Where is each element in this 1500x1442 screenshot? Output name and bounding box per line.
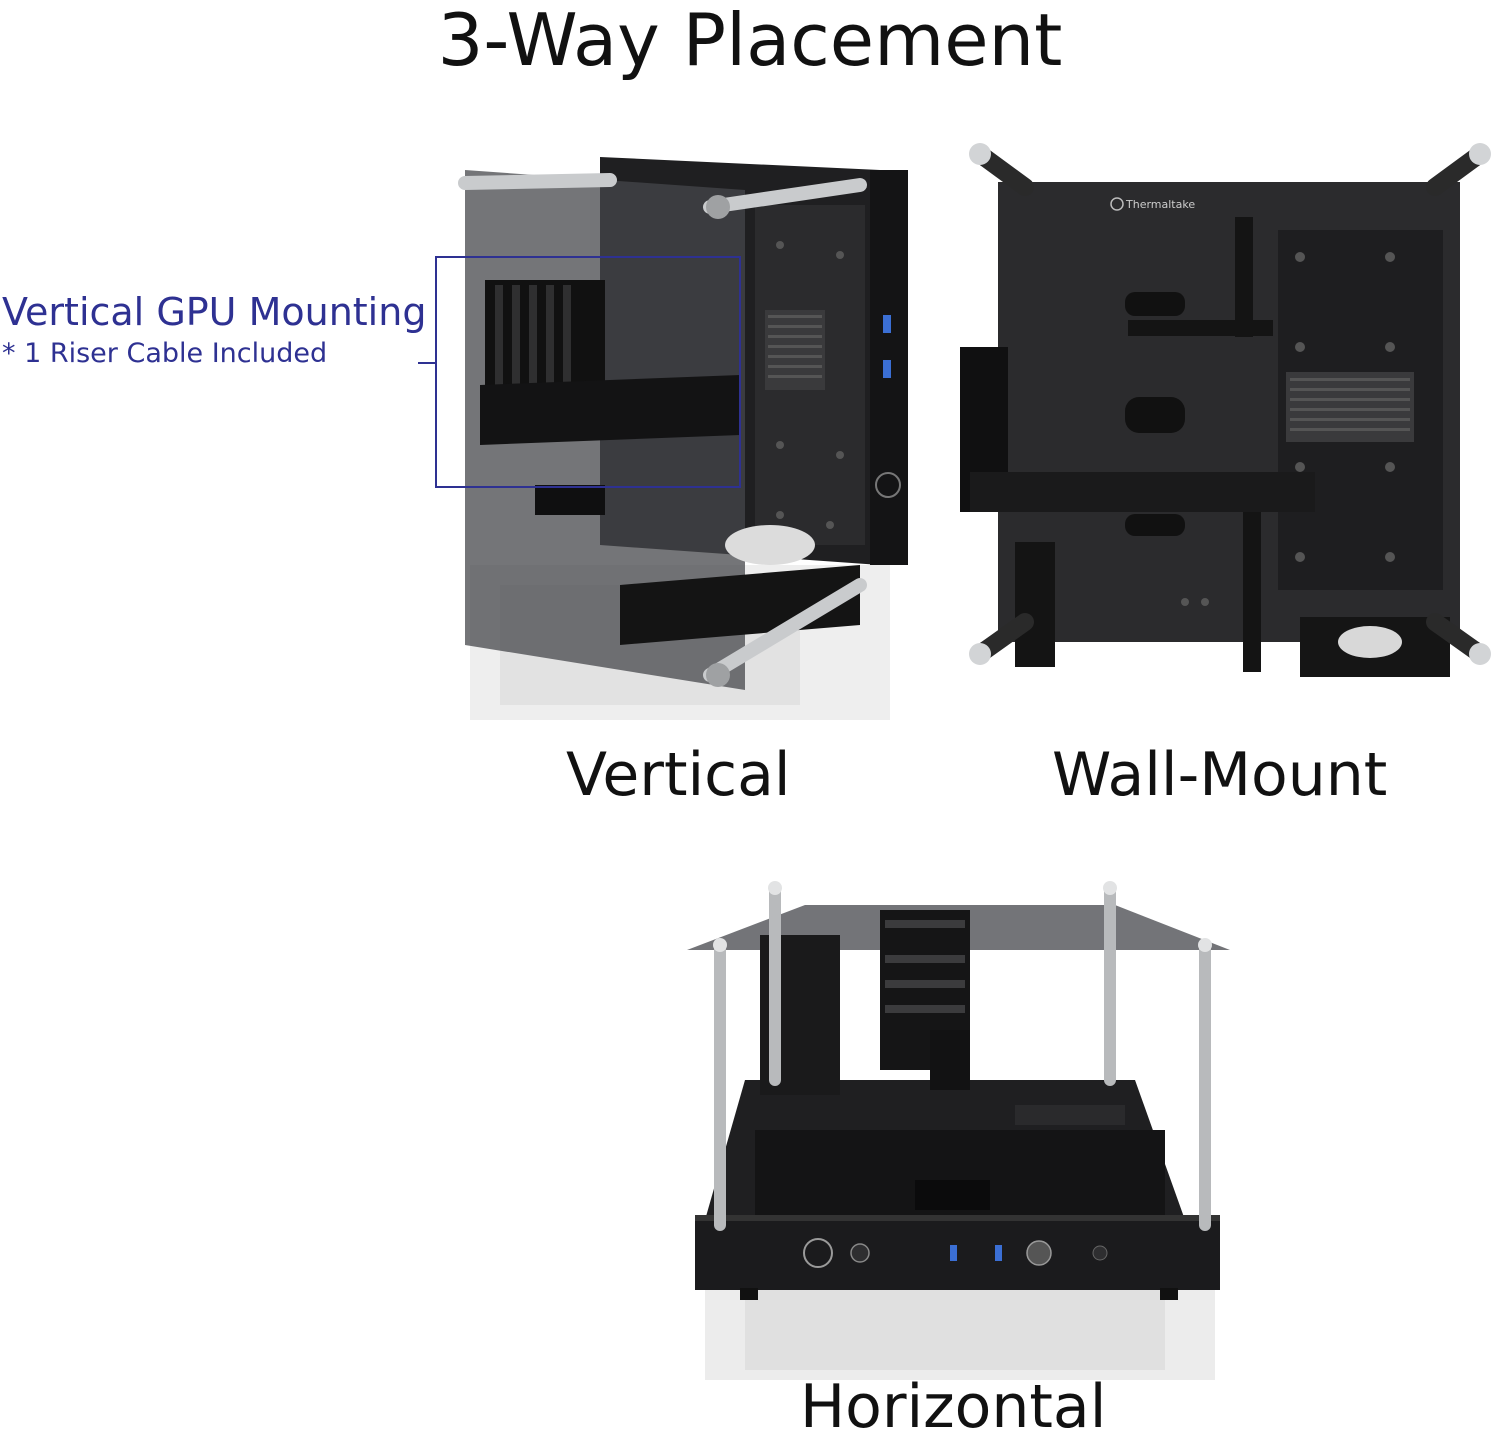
wall-mount-case-image: Thermaltake xyxy=(960,143,1491,677)
page-title: 3-Way Placement xyxy=(437,0,1063,82)
horizontal-case-image xyxy=(687,881,1230,1380)
horizontal-caption: Horizontal xyxy=(800,1372,1107,1442)
gpu-callout-subtitle: * 1 Riser Cable Included xyxy=(2,338,328,369)
gpu-callout-box xyxy=(435,256,741,488)
brand-label: Thermaltake xyxy=(1125,198,1195,211)
gpu-callout-connector xyxy=(418,362,435,364)
wall-mount-caption: Wall-Mount xyxy=(1052,740,1388,810)
gpu-callout-title: Vertical GPU Mounting xyxy=(2,290,427,334)
vertical-caption: Vertical xyxy=(566,740,791,810)
